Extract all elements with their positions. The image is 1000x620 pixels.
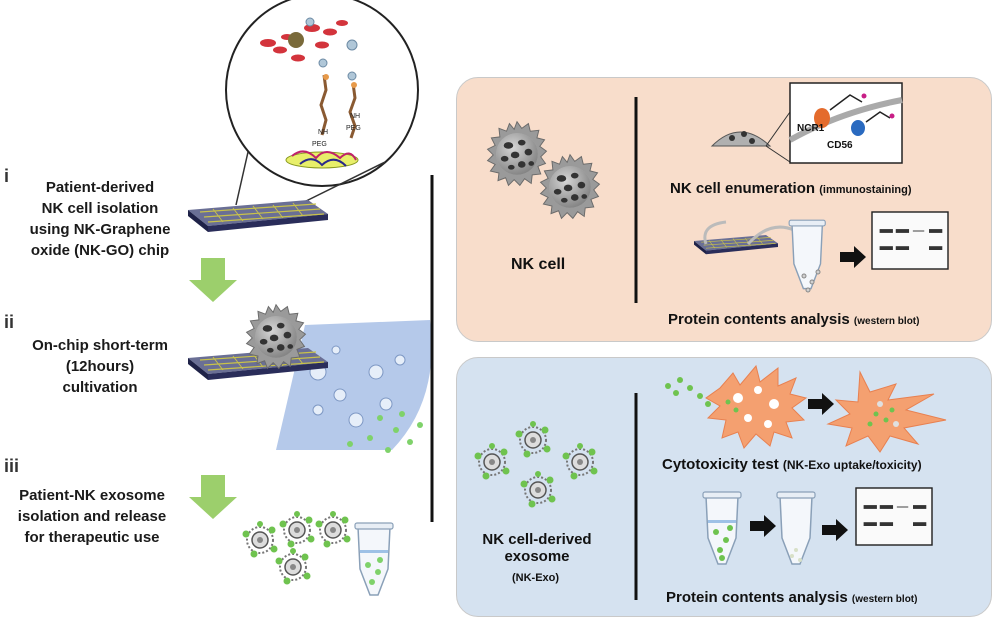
nk-cell-enumeration-label: NK cell enumeration (immunostaining) [670,180,912,197]
protein-analysis-label-top: Protein contents analysis (western blot) [668,311,920,328]
lysed-cell-icon [826,370,947,453]
exosome-icon [561,442,599,481]
step-ii-number: ii [4,312,15,332]
linker-nh-label-2: NH [350,113,360,120]
protein-analysis-label-bottom: Protein contents analysis (western blot) [666,589,918,606]
ncr1-label: NCR1 [797,123,825,134]
culture-illustration [187,304,432,453]
step-iii-number: iii [4,456,20,476]
arrow-icon [840,246,866,268]
receptor-inset [710,82,903,164]
arrow-icon [750,515,776,537]
linker-peg-label-2: PEG [346,125,361,132]
released-exosomes [241,510,394,596]
step-i-text: Patient-derived NK cell isolation using … [29,179,171,259]
cytotoxicity-label: Cytotoxicity test (NK-Exo uptake/toxicit… [662,456,922,473]
nk-cell-icon [487,121,547,186]
blot-icon [855,487,933,546]
exosome-icon [514,420,552,459]
linker-nh-label-1: NH [318,129,328,136]
tube-icon [776,491,816,565]
linker-peg-label-1: PEG [312,141,327,148]
nk-exo-label: NK cell-derived exosome [482,531,592,565]
tube-icon [788,219,826,290]
arrow-icon [822,519,848,541]
step-ii-text: On-chip short-term (12hours) cultivation [32,337,168,396]
target-cell-icon [705,364,808,449]
step-iii-text: Patient-NK exosome isolation and release… [17,487,167,546]
exosome-icon [519,470,557,509]
tube-icon [702,491,742,565]
zoom-circle: NH PEG NH PEG [225,0,419,207]
nk-exo-abbrev: (NK-Exo) [512,572,560,584]
exosome-icon [473,442,511,481]
nk-cell-label: NK cell [511,256,566,273]
cd56-label: CD56 [827,140,853,151]
chip-icon [693,234,779,255]
blot-icon [871,211,949,270]
arrow-icon [808,393,834,415]
step-i-number: i [4,166,10,186]
nk-cell-icon [540,154,600,219]
